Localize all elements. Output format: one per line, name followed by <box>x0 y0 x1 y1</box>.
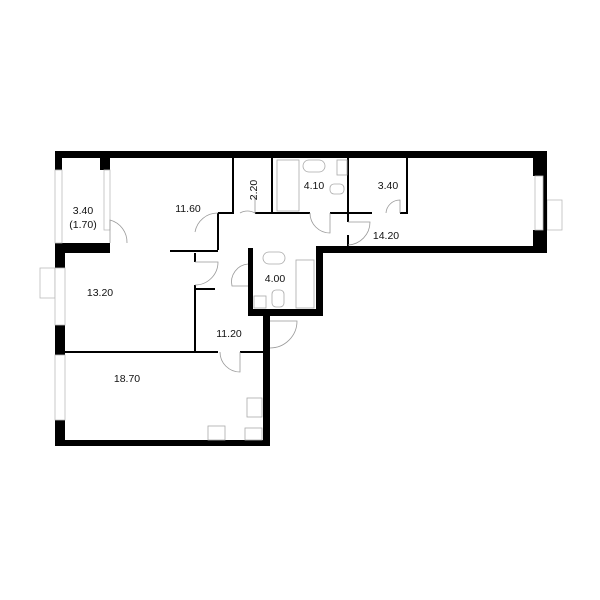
room-area-bathroom-2: 4.00 <box>265 273 286 285</box>
washer-icon <box>336 159 348 176</box>
kitchen-sink-icon <box>246 397 263 418</box>
doors <box>109 195 401 373</box>
sink-icon <box>262 251 286 265</box>
toilet-icon <box>329 183 345 195</box>
room-area-bedroom-3: 13.20 <box>87 287 113 299</box>
room-area-wardrobe: 3.40 <box>378 180 399 192</box>
room-area-kitchen-living: 18.70 <box>114 373 140 385</box>
bathtub-icon <box>295 259 315 309</box>
sink-icon <box>302 159 326 173</box>
room-area-closet: 2.20 <box>248 180 260 201</box>
room-area-bathroom-1: 4.10 <box>304 180 325 192</box>
room-area-hallway: 11.20 <box>216 328 242 340</box>
stove-icon <box>207 425 226 441</box>
window-bay-right <box>546 199 563 231</box>
toilet-icon <box>271 289 285 308</box>
room-area-balcony-reduced: (1.70) <box>69 219 96 231</box>
room-area-bedroom-2: 14.20 <box>373 230 399 242</box>
fixtures <box>207 159 348 441</box>
room-area-balcony: 3.40 <box>73 205 94 217</box>
washer-icon <box>253 295 267 309</box>
window-bay-left <box>39 267 56 299</box>
bathtub-icon <box>276 159 300 212</box>
windows <box>54 169 544 421</box>
room-area-bedroom-1: 11.60 <box>175 203 201 215</box>
counter-icon <box>244 427 263 441</box>
internal-walls <box>62 158 408 353</box>
